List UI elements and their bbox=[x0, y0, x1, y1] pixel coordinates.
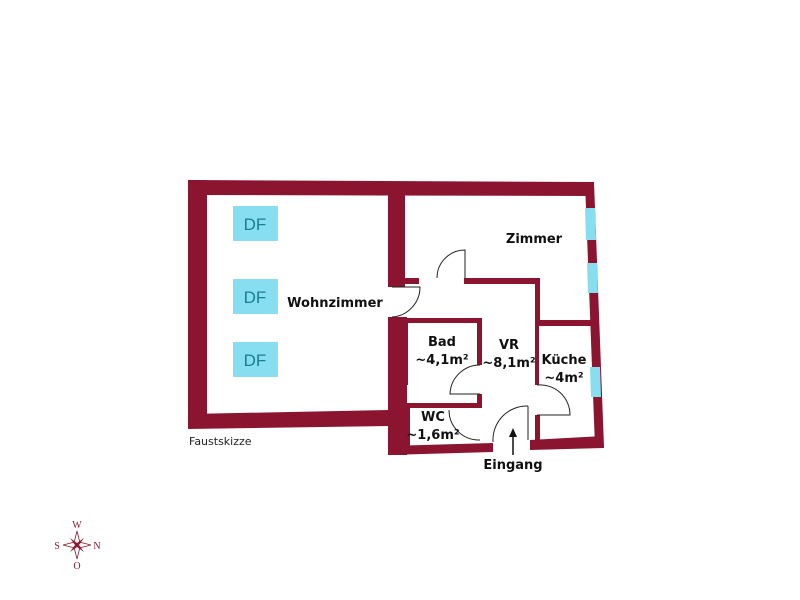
wc-left-wall bbox=[388, 408, 410, 454]
bad-right-wall-lower bbox=[477, 394, 482, 408]
room-label-vr: VR bbox=[499, 338, 519, 353]
wall-wohnzimmer-zimmer bbox=[388, 195, 405, 287]
room-label-kueche: Küche bbox=[542, 353, 587, 368]
hall-right-wall bbox=[535, 278, 540, 326]
bad-wc-wall bbox=[388, 403, 482, 408]
room-area-vr: ~8,1m² bbox=[482, 356, 535, 371]
compass-label-bottom: O bbox=[73, 561, 80, 572]
skylight-label: DF bbox=[244, 288, 267, 307]
compass-rose-icon: W S N O bbox=[54, 520, 100, 572]
room-area-wc: ~1,6m² bbox=[406, 428, 459, 443]
door-kueche[interactable] bbox=[536, 384, 571, 416]
door-bad[interactable] bbox=[449, 364, 481, 395]
outer-wall-left bbox=[188, 180, 207, 428]
room-label-wohnzimmer: Wohnzimmer bbox=[287, 296, 383, 311]
entrance-arrow-icon bbox=[509, 428, 517, 455]
window bbox=[590, 367, 601, 397]
zimmer-kueche-wall bbox=[535, 320, 593, 326]
doors bbox=[391, 249, 571, 443]
wohnzimmer-bottom-wall bbox=[188, 410, 390, 429]
room-label-wc: WC bbox=[421, 410, 445, 425]
skylight-box bbox=[233, 206, 278, 241]
room-area-bad: ~4,1m² bbox=[415, 353, 468, 368]
skylight-label: DF bbox=[244, 351, 267, 370]
kueche-bottom-wall bbox=[530, 436, 604, 450]
room-label-zimmer: Zimmer bbox=[506, 232, 563, 247]
skylight-label: DF bbox=[244, 215, 267, 234]
zimmer-bottom-wall bbox=[464, 278, 540, 284]
zimmer-wall-left-stub bbox=[405, 278, 419, 284]
room-label-bad: Bad bbox=[428, 335, 456, 350]
wc-bottom-wall bbox=[388, 443, 493, 455]
bad-top-wall bbox=[405, 318, 482, 323]
skylights: DF DF DF bbox=[233, 206, 278, 377]
door-entrance[interactable] bbox=[492, 405, 529, 443]
walls bbox=[188, 180, 604, 455]
compass-label-top: W bbox=[72, 520, 82, 531]
entrance-label: Eingang bbox=[483, 458, 542, 473]
kueche-left-wall-upper bbox=[535, 320, 539, 385]
outer-wall-top bbox=[188, 180, 594, 196]
window bbox=[585, 208, 596, 240]
bad-left-wall-thick bbox=[388, 322, 408, 385]
compass-label-right: N bbox=[93, 541, 100, 552]
sketch-note: Faustskizze bbox=[189, 435, 252, 448]
room-area-kueche: ~4m² bbox=[544, 371, 583, 386]
kueche-left-wall-lower bbox=[535, 415, 540, 443]
skylight-box bbox=[233, 279, 278, 314]
compass-label-left: S bbox=[54, 541, 60, 552]
windows bbox=[585, 208, 601, 397]
skylight-box bbox=[233, 342, 278, 377]
window bbox=[587, 263, 598, 293]
door-zimmer[interactable] bbox=[436, 249, 466, 279]
bad-right-wall-upper bbox=[477, 318, 482, 365]
door-wohnzimmer[interactable] bbox=[391, 286, 421, 318]
door-wc[interactable] bbox=[448, 409, 481, 441]
